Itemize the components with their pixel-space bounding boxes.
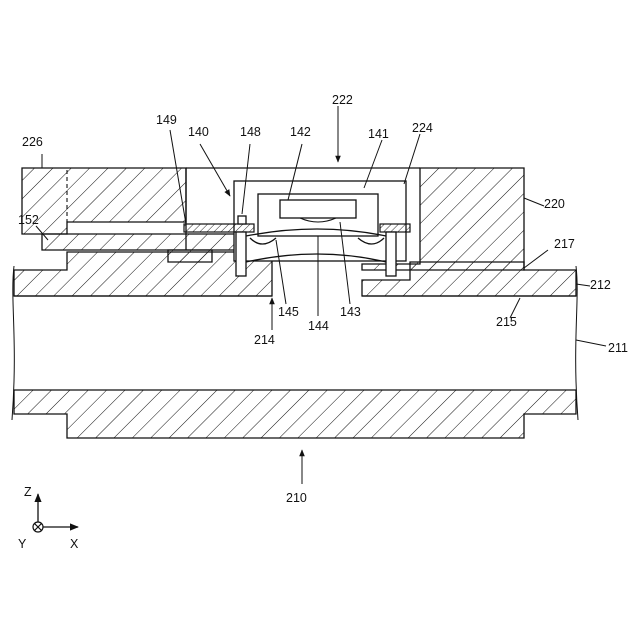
label-212: 212 (590, 278, 611, 292)
label-210: 210 (286, 491, 307, 505)
axis-y-label: Y (18, 537, 27, 551)
label-140: 140 (188, 125, 209, 139)
substrate-149 (184, 224, 254, 232)
label-145: 145 (278, 305, 299, 319)
label-214: 214 (254, 333, 275, 347)
axis-indicator: Z Y X (18, 485, 79, 551)
element-148 (238, 216, 246, 224)
label-211: 211 (608, 341, 628, 355)
label-226: 226 (22, 135, 43, 149)
label-152: 152 (18, 213, 39, 227)
label-143: 143 (340, 305, 361, 319)
label-215: 215 (496, 315, 517, 329)
plate-152 (42, 234, 236, 250)
label-220: 220 (544, 197, 565, 211)
label-142: 142 (290, 125, 311, 139)
housing-left (22, 168, 186, 234)
axis-x-label: X (70, 537, 79, 551)
label-217: 217 (554, 237, 575, 251)
axis-z-label: Z (24, 485, 32, 499)
leg-right (386, 232, 396, 276)
label-141: 141 (368, 127, 389, 141)
label-149: 149 (156, 113, 177, 127)
housing-left-lower (168, 250, 212, 262)
sensor-element-142 (280, 200, 356, 218)
label-148: 148 (240, 125, 261, 139)
label-224: 224 (412, 121, 433, 135)
label-222: 222 (332, 93, 353, 107)
leg-left (236, 232, 246, 276)
pipe-upper-wall (14, 252, 272, 296)
substrate-149-right (380, 224, 410, 232)
pipe-lower-wall (14, 390, 576, 438)
label-144: 144 (308, 319, 329, 333)
